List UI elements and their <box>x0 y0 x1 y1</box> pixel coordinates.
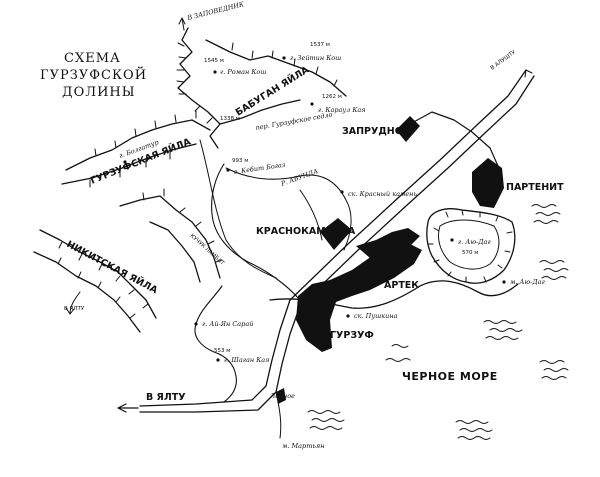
ridge-hatching <box>57 42 338 319</box>
to-yalta-upper-label: В ЯЛТУ <box>64 306 85 312</box>
gurzuf-ridge-top <box>65 119 211 171</box>
krasnokamenka-block <box>320 218 352 250</box>
zeytin-kosh-label: г. Зейтин Кош <box>290 54 341 62</box>
ayu-dag-cape-label: м. Аю-Даг <box>510 278 546 286</box>
road-to-partenit <box>409 111 499 167</box>
ayu-dag-inner <box>437 219 500 270</box>
martyan-cape-label: м. Мартьян <box>282 442 325 450</box>
side-stream <box>299 189 323 241</box>
mountain-road <box>211 163 301 301</box>
zarechnoe-block <box>396 116 420 142</box>
ai-yan-saray-label: г. Ай-Ян Сарай <box>202 320 253 328</box>
bolgatur-marker <box>123 160 127 164</box>
highway-to-yalta-edge-1 <box>139 299 291 407</box>
gurzuf-ridge-bottom <box>61 143 197 185</box>
gurzuf-town-block <box>296 244 422 352</box>
map-title: СХЕМА ГУРЗУФСКОЙ ДОЛИНЫ <box>40 51 147 100</box>
roman-kosh-marker <box>213 70 217 74</box>
kuchuk-lambat-river <box>199 139 277 279</box>
shagan-kaya-label: г. Шаган Кая <box>224 356 269 364</box>
krasnokamenka-label: КРАСНОКАМЕНКА <box>256 226 356 237</box>
babugan-ridge-west <box>177 27 221 149</box>
waves-1 <box>531 204 561 224</box>
avunda-ridge <box>119 195 221 279</box>
waves-7 <box>385 344 411 362</box>
zeytin-kosh-elevation: 1537 м <box>310 42 330 48</box>
arrow-to-yalta-lower <box>117 403 139 413</box>
avunda-river-label: Р. АВУНДА <box>279 167 319 188</box>
highway-to-alushta-edge-2 <box>299 75 535 307</box>
babugan-ridge-south <box>219 99 301 125</box>
road-to-reserve <box>181 17 185 31</box>
sea-waves <box>307 204 569 440</box>
highway-to-alushta-edge-1 <box>289 69 527 301</box>
partenit-label: ПАРТЕНИТ <box>506 182 564 193</box>
waves-4 <box>539 360 569 380</box>
to-alushta-label: В АЛУШТУ <box>490 49 518 71</box>
ayu-dag-hatching <box>427 209 513 283</box>
nikita-range-label: НИКИТСКАЯ ЯЙЛА <box>65 238 161 296</box>
waves-2 <box>539 260 569 280</box>
arrow-to-alushta <box>524 69 533 78</box>
zarechnoe-label: ЗАПРУДНОЕ <box>342 126 409 137</box>
ayu-dag-elevation: 570 м <box>462 250 478 256</box>
roman-kosh-elevation: 1545 м <box>204 58 224 64</box>
karaul-kaya-marker <box>310 102 314 106</box>
yalta-lower-text: В ЯЛТУ <box>146 392 186 403</box>
gurzuf-saddle-elevation: 1338 м <box>220 116 240 122</box>
artek-block <box>356 228 420 258</box>
serpentine-road <box>194 285 237 403</box>
babugan-ridge-north <box>205 39 347 97</box>
partenit-block <box>472 158 504 208</box>
ayu-dag-mountain <box>426 208 516 284</box>
kebit-bogaz-elevation: 993 м <box>232 158 248 164</box>
arrow-to-yalta-upper <box>65 307 75 315</box>
nikita-ridge-bottom <box>33 251 141 333</box>
black-sea-label: ЧЕРНОЕ МОРЕ <box>402 370 498 383</box>
zeytin-kosh-marker <box>282 56 286 60</box>
roads <box>69 17 535 439</box>
title-line-1: СХЕМА <box>64 51 121 66</box>
waves-5 <box>307 410 345 430</box>
mountain-ridges <box>33 27 347 333</box>
artek-label: АРТЕК <box>384 280 419 291</box>
waves-3 <box>483 320 523 340</box>
waves-6 <box>455 420 493 440</box>
avunda-river <box>225 167 352 251</box>
rivers <box>199 139 352 279</box>
arrow-to-reserve <box>178 17 186 25</box>
gurzuf-saddle-label: пер. Гурзуфское седло <box>255 111 333 132</box>
ayu-dag-label: г. Аю-Даг <box>458 238 491 246</box>
krasny-kamen-label: ск. Красный камень <box>348 190 417 198</box>
karaul-kaya-elevation: 1262 м <box>322 94 342 100</box>
ayu-dag-cape-marker <box>502 280 506 284</box>
pushkin-rock-marker <box>346 314 350 318</box>
title-line-3: ДОЛИНЫ <box>62 85 136 100</box>
gurzuf-label: ГУРЗУФ <box>330 330 374 341</box>
coastal-block <box>276 388 286 404</box>
roman-kosh-label: г. Роман Кош <box>220 68 266 76</box>
to-reserve-label: В ЗАПОВЕДНИК <box>186 0 246 22</box>
settlements <box>276 116 504 404</box>
avunda-ridge-inner <box>149 221 201 283</box>
ayu-dag-marker <box>450 238 454 242</box>
karaul-kaya-label: г. Караул Кая <box>318 106 366 114</box>
shagan-kaya-elevation: 553 м <box>214 348 230 354</box>
title-line-2: ГУРЗУФСКОЙ <box>40 66 147 83</box>
shagan-kaya-marker <box>216 358 220 362</box>
nikita-ridge-top <box>39 229 157 319</box>
pushkin-rock-label: ск. Пушкина <box>354 312 398 320</box>
road-to-yalta-upper <box>69 291 81 315</box>
